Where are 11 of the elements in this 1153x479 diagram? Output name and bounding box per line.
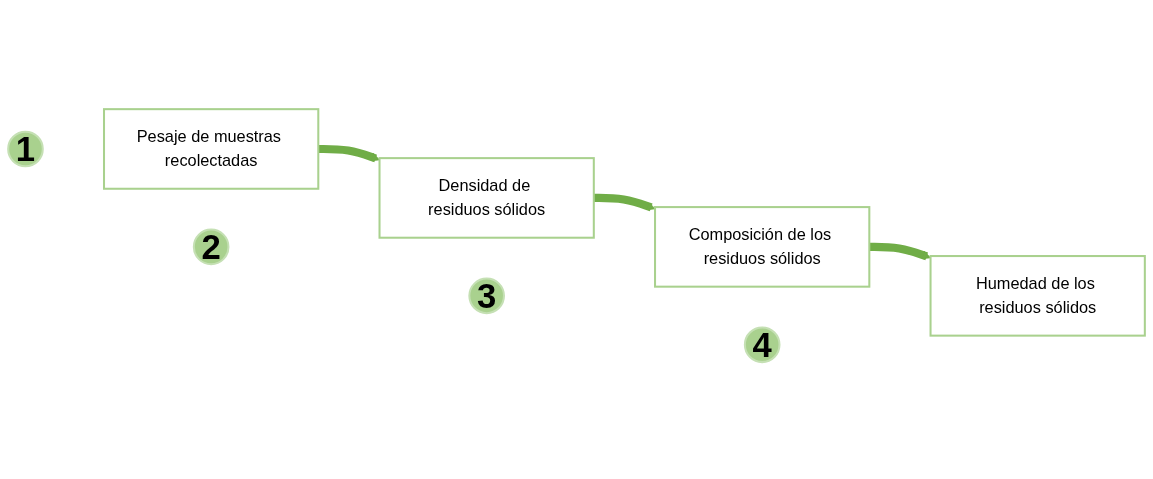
node-box: Pesaje de muestras recolectadas <box>103 107 320 190</box>
arrow <box>869 242 931 260</box>
node-box: Densidad de residuos sólidos <box>378 156 595 239</box>
node-circle: 1 <box>7 130 44 167</box>
node-circle: 3 <box>468 277 505 314</box>
node-circle: 2 <box>192 228 230 265</box>
node-box: Humedad de los residuos sólidos <box>929 254 1146 337</box>
arrow <box>593 193 656 211</box>
arrow <box>318 144 380 162</box>
node-box: Composición de los residuos sólidos <box>654 205 871 288</box>
node-circle: 4 <box>743 325 781 363</box>
